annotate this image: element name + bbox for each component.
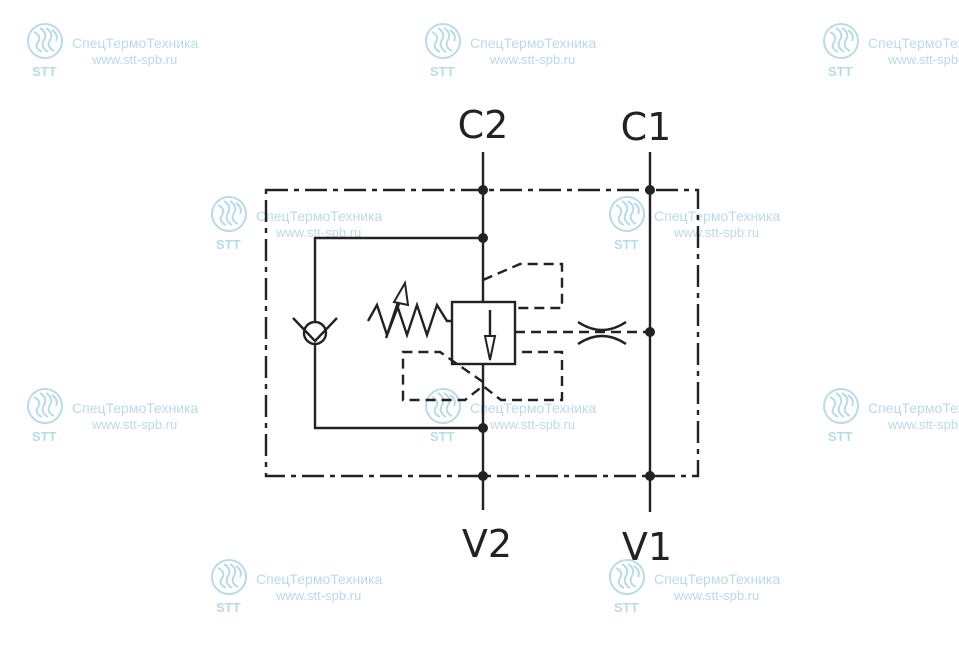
watermark: STT СпецТермоТехника www.stt-spb.ru <box>24 387 224 447</box>
watermark-logo-text: STT <box>430 429 455 443</box>
junction-dot <box>478 233 488 243</box>
stt-logo: STT <box>27 23 63 78</box>
watermark-company: СпецТермоТехника <box>72 35 199 51</box>
stt-logo: STT <box>425 388 461 443</box>
watermark-company: СпецТермоТехника <box>470 35 597 51</box>
watermark-logo-text: STT <box>430 64 455 78</box>
watermark-company: СпецТермоТехника <box>654 571 781 587</box>
pilot-line-upper <box>482 262 564 310</box>
adjustment-arrow-head <box>392 279 410 307</box>
watermark-logo-text: STT <box>614 600 639 614</box>
watermark-company: СпецТермоТехника <box>72 400 199 416</box>
watermark-url: www.stt-spb.ru <box>490 52 576 67</box>
watermark-url: www.stt-spb.ru <box>888 417 959 432</box>
watermark-company: СпецТермоТехника <box>868 400 959 416</box>
flow-arrow-head <box>483 335 497 361</box>
junction-dot <box>645 471 655 481</box>
watermark-company: СпецТермоТехника <box>868 35 959 51</box>
port-label-v2: V2 <box>462 522 512 566</box>
port-label-c1: C1 <box>621 105 672 149</box>
watermark-url: www.stt-spb.ru <box>674 225 760 240</box>
watermark-company: СпецТермоТехника <box>654 208 781 224</box>
orifice-arc-bottom <box>577 334 627 346</box>
junction-dot <box>645 327 655 337</box>
watermark-url: www.stt-spb.ru <box>490 417 576 432</box>
port-label-v1: V1 <box>622 525 672 569</box>
orifice-arc-top <box>577 320 627 332</box>
watermark: STT СпецТермоТехника www.stt-spb.ru <box>24 22 224 82</box>
watermark: STT СпецТермоТехника www.stt-spb.ru <box>606 195 806 255</box>
stt-logo: STT <box>609 196 645 251</box>
port-label-c2: C2 <box>458 103 509 147</box>
check-valve-ball-icon <box>302 320 328 346</box>
watermark-url: www.stt-spb.ru <box>92 417 178 432</box>
watermark: STT СпецТермоТехника www.stt-spb.ru <box>820 387 959 447</box>
watermark: STT СпецТермоТехника www.stt-spb.ru <box>606 558 806 618</box>
watermark-company: СпецТермоТехника <box>256 571 383 587</box>
stt-logo: STT <box>609 559 645 614</box>
stt-logo: STT <box>211 196 247 251</box>
watermark-url: www.stt-spb.ru <box>888 52 959 67</box>
stt-logo: STT <box>823 388 859 443</box>
watermark-url: www.stt-spb.ru <box>276 225 362 240</box>
watermark-logo-text: STT <box>32 429 57 443</box>
watermark-url: www.stt-spb.ru <box>276 588 362 603</box>
watermark-url: www.stt-spb.ru <box>92 52 178 67</box>
watermark-logo-text: STT <box>828 429 853 443</box>
spring-icon <box>366 301 452 339</box>
watermark-company: СпецТермоТехника <box>256 208 383 224</box>
watermark: STT СпецТермоТехника www.stt-spb.ru <box>820 22 959 82</box>
watermark-logo-text: STT <box>828 64 853 78</box>
valve-spool-box <box>450 300 517 366</box>
watermark: STT СпецТермоТехника www.stt-spb.ru <box>208 195 408 255</box>
stt-logo: STT <box>823 23 859 78</box>
check-valve-seat-icon <box>292 317 338 343</box>
junction-dot <box>478 423 488 433</box>
watermark: STT СпецТермоТехника www.stt-spb.ru <box>422 387 622 447</box>
junction-dot <box>478 185 488 195</box>
watermark-logo-text: STT <box>216 600 241 614</box>
watermark: STT СпецТермоТехника www.stt-spb.ru <box>422 22 622 82</box>
stt-logo: STT <box>27 388 63 443</box>
watermark-company: СпецТермоТехника <box>470 400 597 416</box>
junction-dot <box>478 471 488 481</box>
junction-dot <box>645 185 655 195</box>
watermark-url: www.stt-spb.ru <box>674 588 760 603</box>
pilot-line-lower <box>401 350 564 402</box>
watermark-logo-text: STT <box>32 64 57 78</box>
stt-logo: STT <box>211 559 247 614</box>
watermark-logo-text: STT <box>614 237 639 251</box>
stt-logo: STT <box>425 23 461 78</box>
watermark: STT СпецТермоТехника www.stt-spb.ru <box>208 558 408 618</box>
watermark-logo-text: STT <box>216 237 241 251</box>
